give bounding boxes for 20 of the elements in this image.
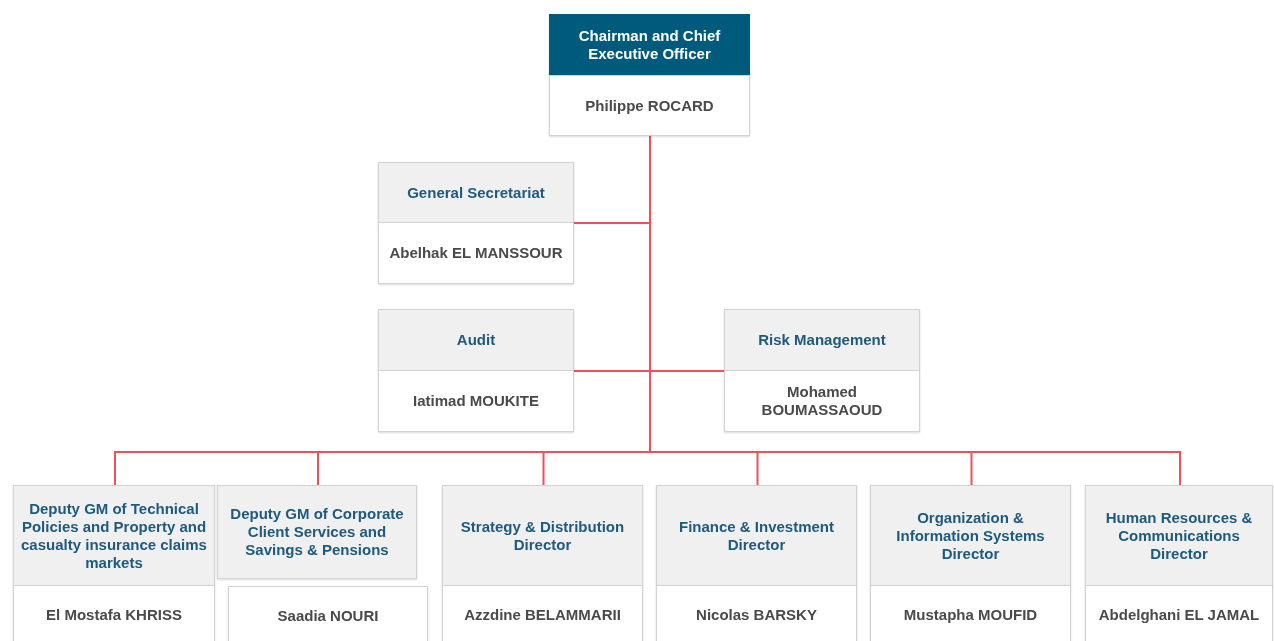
person-name: Iatimad MOUKITE xyxy=(378,370,574,432)
position-title: Chairman and Chief Executive Officer xyxy=(549,14,750,76)
person-name: Saadia NOURI xyxy=(228,586,428,641)
person-name: Mustapha MOUFID xyxy=(870,585,1071,641)
position-title: Deputy GM of Technical Policies and Property and casualty insurance claims markets xyxy=(13,485,215,586)
position-title: Strategy & Distribution Director xyxy=(442,485,643,586)
person-name: Abelhak EL MANSSOUR xyxy=(378,222,574,284)
position-title: Finance & Investment Director xyxy=(656,485,857,586)
person-name: El Mostafa KHRISS xyxy=(13,585,215,641)
person-name: Abdelghani EL JAMAL xyxy=(1085,585,1273,641)
position-title: Human Resources & Communications Director xyxy=(1085,485,1273,586)
position-title: Risk Management xyxy=(724,309,920,371)
person-name: Azzdine BELAMMARII xyxy=(442,585,643,641)
position-title: General Secretariat xyxy=(378,162,574,223)
person-name: Nicolas BARSKY xyxy=(656,585,857,641)
person-name: Philippe ROCARD xyxy=(549,75,750,136)
person-name: Mohamed BOUMASSAOUD xyxy=(724,370,920,432)
position-title: Deputy GM of Corporate Client Services and Savings & Pensions xyxy=(217,485,417,579)
position-title: Organization & Information Systems Director xyxy=(870,485,1071,586)
position-title: Audit xyxy=(378,309,574,371)
